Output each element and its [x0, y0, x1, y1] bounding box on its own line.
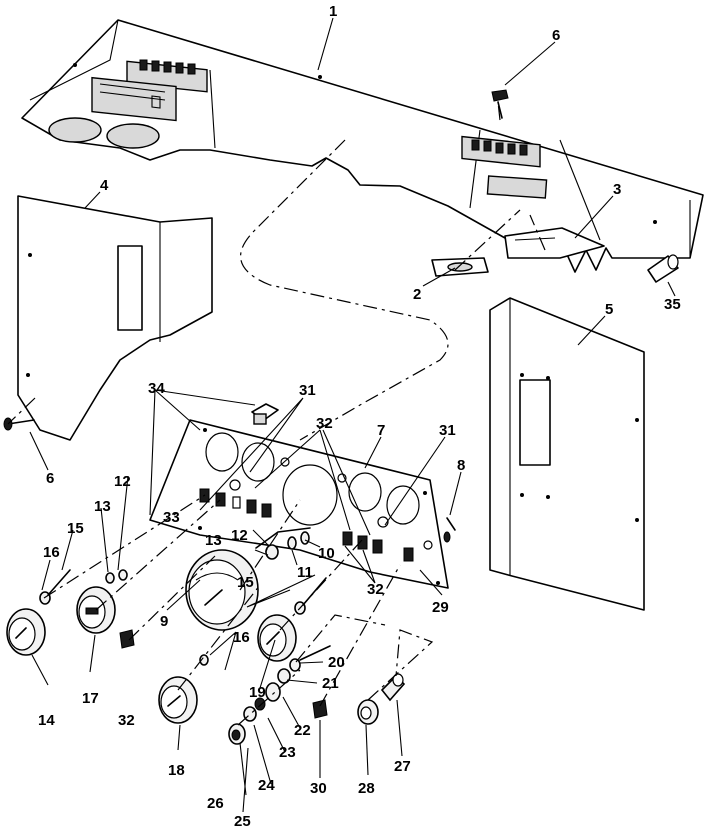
callout-24: 24: [258, 777, 275, 794]
connector-34: [251, 403, 279, 425]
callout-35: 35: [664, 296, 681, 313]
callout-28: 28: [358, 780, 375, 797]
ashtray-housing: [504, 227, 605, 259]
callout-31: 31: [439, 422, 456, 439]
alignment-lines: [7, 101, 546, 726]
gauge-19: [257, 614, 297, 662]
instrument-panel: [149, 419, 449, 589]
screw-6-left: [3, 417, 35, 431]
callout-2: 2: [413, 286, 421, 303]
callout-3: 3: [613, 181, 621, 198]
callout-26: 26: [207, 795, 224, 812]
callout-30: 30: [310, 780, 327, 797]
callout-16: 16: [233, 629, 250, 646]
callout-6: 6: [46, 470, 54, 487]
knob-28: [357, 699, 379, 725]
switch-30: [312, 699, 328, 719]
callout-32: 32: [316, 415, 333, 432]
left-side-panel: [17, 195, 213, 441]
callout-29: 29: [432, 599, 449, 616]
callout-4: 4: [100, 177, 109, 194]
callout-6: 6: [552, 27, 560, 44]
callout-labels: 1 6 3 4 2 5 35 34 31 32 7 31 6 8 12 13 3…: [38, 3, 681, 830]
callout-13: 13: [205, 532, 222, 549]
callout-8: 8: [457, 457, 465, 474]
callout-10: 10: [318, 545, 335, 562]
callout-16: 16: [43, 544, 60, 561]
right-side-panel: [489, 297, 645, 611]
callout-12: 12: [231, 527, 248, 544]
callout-33: 33: [163, 509, 180, 526]
callout-7: 7: [377, 422, 385, 439]
callout-11: 11: [297, 564, 313, 581]
callout-13: 13: [94, 498, 111, 515]
switch-27: [380, 673, 406, 702]
switch-32: [119, 629, 135, 649]
ashtray: [431, 257, 489, 277]
callout-27: 27: [394, 758, 411, 775]
callout-12: 12: [114, 473, 131, 490]
callout-25: 25: [234, 813, 251, 830]
callout-32: 32: [367, 581, 384, 598]
callout-31: 31: [299, 382, 316, 399]
callout-19: 19: [249, 684, 266, 701]
leader-lines: [29, 17, 676, 813]
callout-34: 34: [148, 380, 165, 397]
gauge-18: [158, 676, 198, 724]
callout-21: 21: [322, 675, 339, 692]
callout-14: 14: [38, 712, 55, 729]
callout-20: 20: [328, 654, 345, 671]
callout-9: 9: [160, 613, 168, 630]
gauge-14: [6, 608, 46, 656]
callout-15: 15: [237, 574, 254, 591]
callout-15: 15: [67, 520, 84, 537]
callout-18: 18: [168, 762, 185, 779]
screw-6-top: [491, 89, 509, 119]
screw-8: [443, 517, 456, 543]
callout-22: 22: [294, 722, 311, 739]
callout-5: 5: [605, 301, 613, 318]
bumper-35: [647, 254, 679, 283]
callout-1: 1: [329, 3, 337, 20]
callout-23: 23: [279, 744, 296, 761]
dash-pad-assembly: [21, 19, 704, 273]
callout-17: 17: [82, 690, 99, 707]
wiring-route-line: [240, 139, 449, 441]
callout-32: 32: [118, 712, 135, 729]
